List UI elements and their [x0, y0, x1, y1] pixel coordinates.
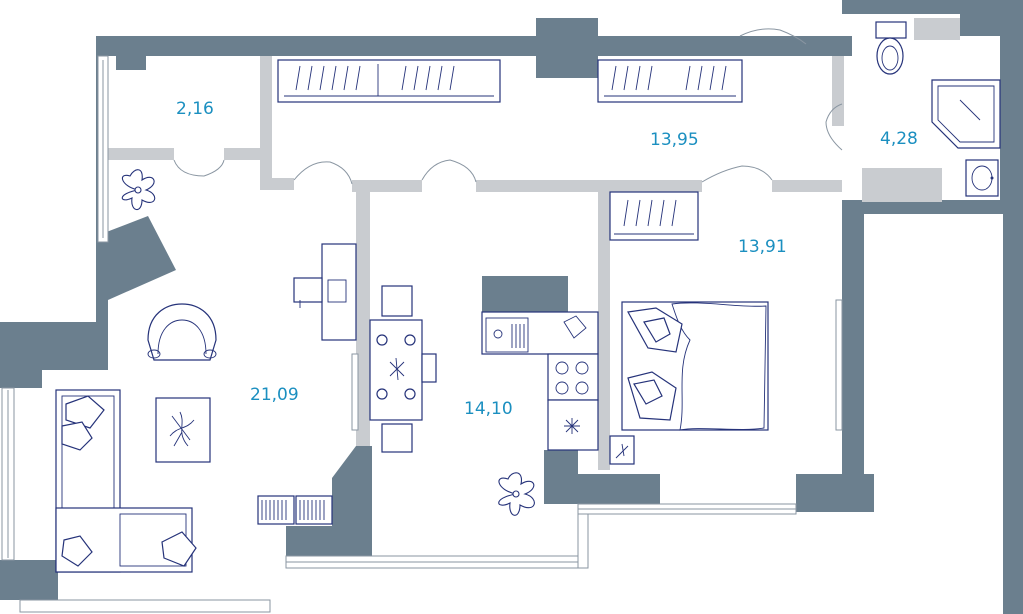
plant-icon — [121, 169, 156, 211]
bed — [621, 301, 769, 431]
rug — [155, 397, 211, 463]
wardrobe-corridor-right — [597, 59, 743, 103]
area-bedroom: 13,91 — [738, 237, 787, 257]
windows — [1, 55, 843, 613]
bookshelf — [257, 495, 333, 525]
sofa — [55, 389, 197, 573]
armchair — [147, 303, 217, 361]
wardrobe-corridor-left — [277, 59, 501, 103]
wardrobe-bedroom — [609, 191, 699, 241]
desk — [293, 243, 357, 341]
doors — [173, 28, 843, 185]
area-living: 21,09 — [250, 385, 299, 405]
area-labels: 2,16 13,95 4,28 13,91 21,09 14,10 — [176, 99, 918, 419]
nightstand — [609, 435, 635, 465]
area-corridor: 13,95 — [650, 130, 699, 150]
toilet-icon — [875, 21, 907, 75]
shower-icon — [931, 79, 1001, 149]
area-storage: 2,16 — [176, 99, 214, 119]
sink-icon — [965, 159, 999, 197]
area-bathroom: 4,28 — [880, 129, 918, 149]
area-kitchen: 14,10 — [464, 399, 513, 419]
dining-table — [369, 285, 437, 453]
kitchen-counter — [481, 311, 599, 451]
plant-icon — [498, 472, 535, 516]
interior-partitions — [108, 18, 960, 470]
